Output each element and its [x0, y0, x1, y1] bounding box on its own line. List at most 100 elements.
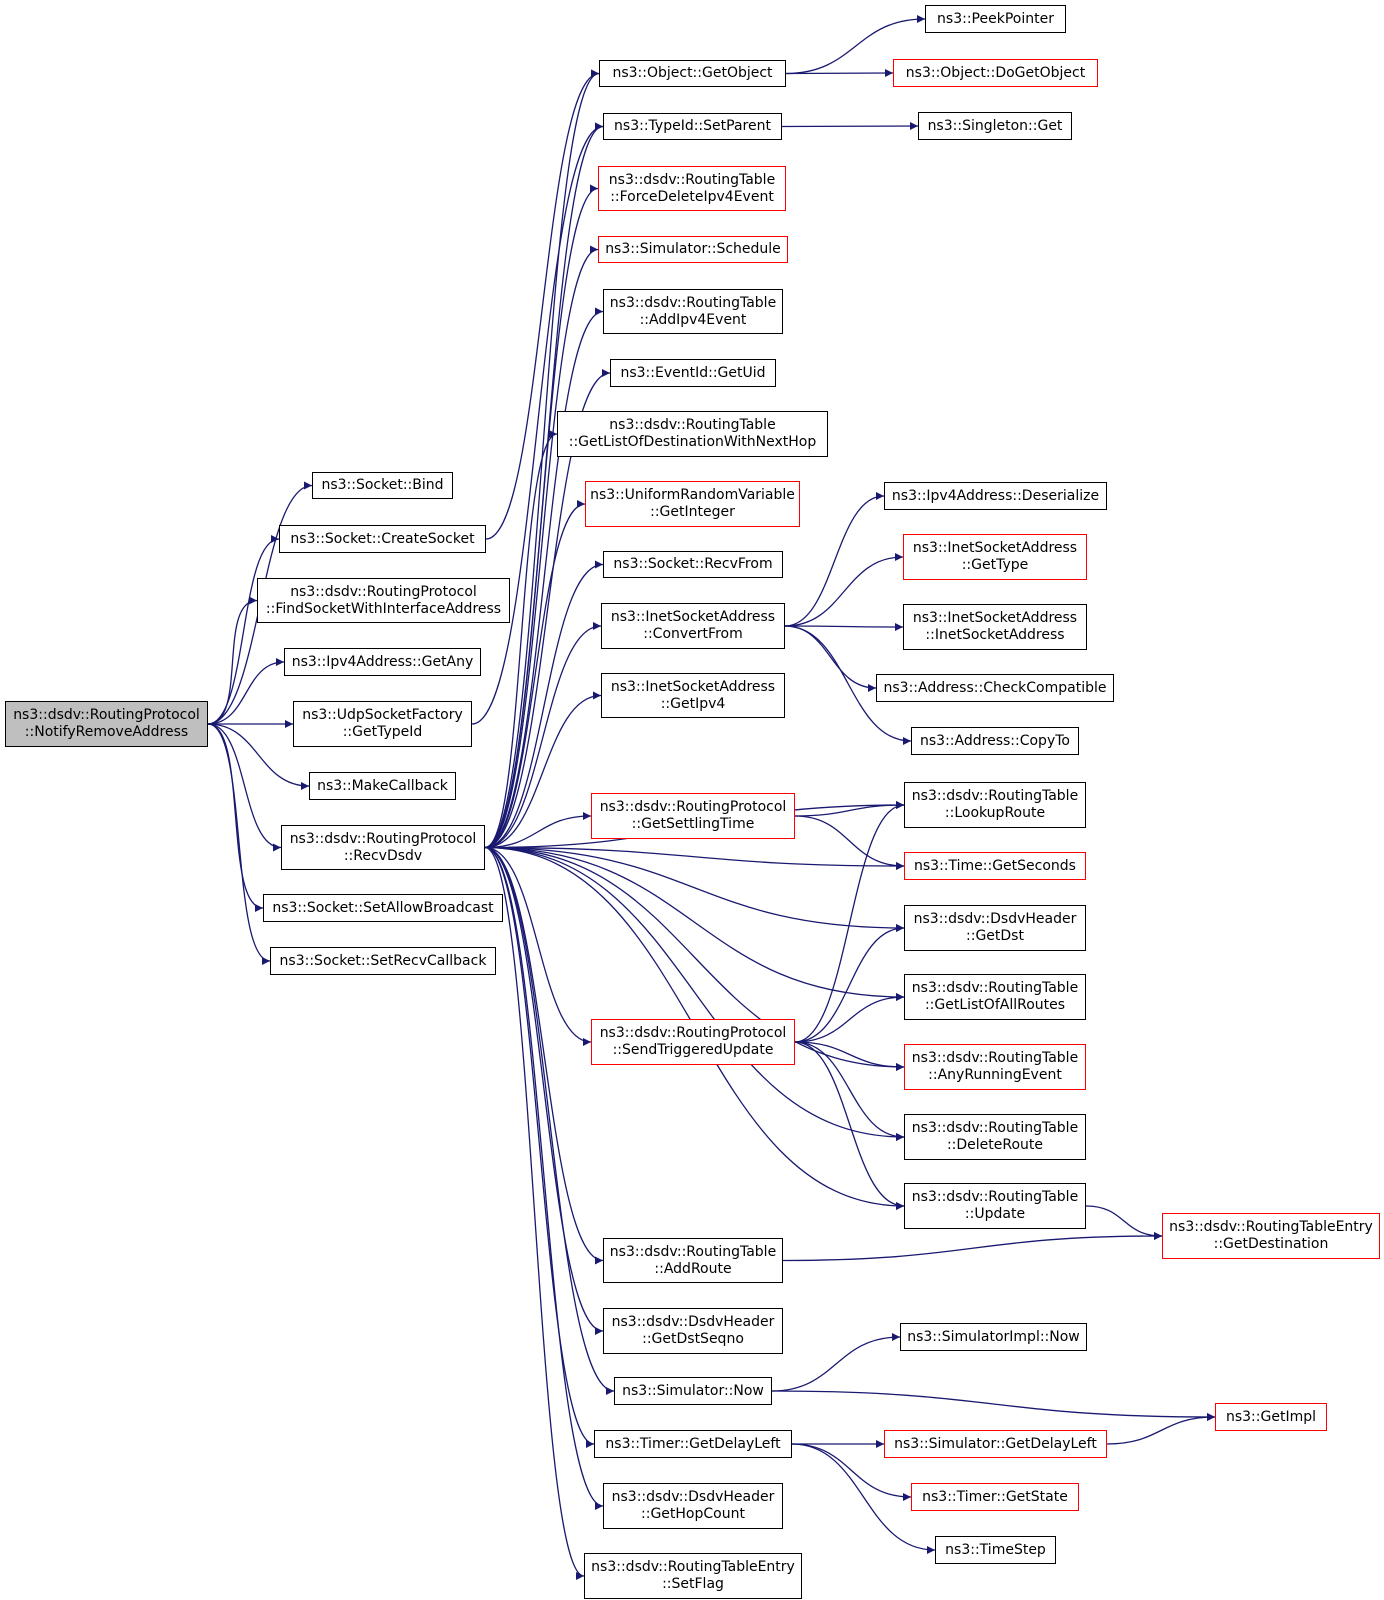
node-label-line: ns3::dsdv::DsdvHeader [611, 1314, 775, 1330]
node-timergetdelayleft[interactable]: ns3::Timer::GetDelayLeft [594, 1430, 792, 1458]
node-addipv4event[interactable]: ns3::dsdv::RoutingTable::AddIpv4Event [603, 289, 783, 334]
node-anyrunningevent[interactable]: ns3::dsdv::RoutingTable::AnyRunningEvent [904, 1044, 1086, 1090]
node-update[interactable]: ns3::dsdv::RoutingTable::Update [904, 1183, 1086, 1229]
node-label-line: ns3::Timer::GetDelayLeft [605, 1435, 781, 1452]
node-getipv4[interactable]: ns3::InetSocketAddress::GetIpv4 [601, 673, 785, 718]
edge-getsettlingtime-to-lookuproute [794, 801, 905, 817]
node-getlistnexthop[interactable]: ns3::dsdv::RoutingTable::GetListOfDestin… [557, 411, 828, 457]
node-peekpointer[interactable]: ns3::PeekPointer [925, 5, 1066, 33]
node-makecallback[interactable]: ns3::MakeCallback [309, 772, 456, 800]
node-bind[interactable]: ns3::Socket::Bind [312, 472, 453, 499]
node-recvdsdv[interactable]: ns3::dsdv::RoutingProtocol::RecvDsdv [281, 825, 485, 870]
node-getinteger[interactable]: ns3::UniformRandomVariable::GetInteger [585, 481, 800, 527]
node-label-line: ns3::TimeStep [945, 1541, 1046, 1558]
edge-getsettlingtime-to-getseconds [794, 815, 905, 870]
edge-getobject-to-dogetobject [785, 69, 894, 78]
node-simnow[interactable]: ns3::Simulator::Now [614, 1377, 772, 1405]
node-label-line: ::DeleteRoute [946, 1137, 1044, 1153]
node-label-line: ns3::InetSocketAddress [912, 540, 1078, 556]
node-lookuproute[interactable]: ns3::dsdv::RoutingTable::LookupRoute [904, 782, 1086, 828]
edge-recvdsdv-to-getuid [484, 369, 611, 849]
node-label-line: ns3::Simulator::Schedule [605, 241, 781, 257]
node-findsocket[interactable]: ns3::dsdv::RoutingProtocol::FindSocketWi… [257, 578, 510, 623]
node-simgetdelayleft[interactable]: ns3::Simulator::GetDelayLeft [884, 1430, 1107, 1458]
node-label-line: ::GetDst [966, 928, 1024, 944]
node-setallowbroadcast[interactable]: ns3::Socket::SetAllowBroadcast [263, 894, 503, 922]
node-label-line: ns3::dsdv::RoutingTableEntry [591, 1559, 795, 1575]
edge-simgetdelayleft-to-getimpl [1106, 1413, 1216, 1445]
node-label-line: ns3::Singleton::Get [927, 117, 1063, 134]
node-label-line: ::InetSocketAddress [925, 627, 1065, 643]
node-getseconds[interactable]: ns3::Time::GetSeconds [904, 852, 1086, 880]
edge-recvdsdv-to-anyrunningevent [484, 846, 905, 1071]
node-forcedelete[interactable]: ns3::dsdv::RoutingTable::ForceDeleteIpv4… [598, 166, 786, 211]
node-deserialize[interactable]: ns3::Ipv4Address::Deserialize [884, 482, 1107, 510]
node-label-line: ns3::dsdv::RoutingProtocol [599, 1025, 787, 1041]
node-sendtriggered[interactable]: ns3::dsdv::RoutingProtocol::SendTriggere… [591, 1019, 795, 1065]
node-getuid[interactable]: ns3::EventId::GetUid [610, 359, 776, 387]
node-deleteroute[interactable]: ns3::dsdv::RoutingTable::DeleteRoute [904, 1114, 1086, 1160]
node-label-line: ns3::dsdv::RoutingProtocol [290, 583, 477, 600]
node-recvfrom[interactable]: ns3::Socket::RecvFrom [603, 551, 783, 578]
node-label-line: ::GetInteger [650, 504, 735, 520]
node-getdst[interactable]: ns3::dsdv::DsdvHeader::GetDst [904, 905, 1086, 951]
edge-convertfrom-to-gettype [784, 553, 904, 627]
node-setparent[interactable]: ns3::TypeId::SetParent [603, 113, 782, 140]
node-udpgettypeid[interactable]: ns3::UdpSocketFactory::GetTypeId [293, 701, 472, 747]
node-label-line: ::GetDestination [1213, 1236, 1329, 1252]
edge-sendtriggered-to-update [794, 1041, 905, 1210]
edge-sendtriggered-to-deleteroute [794, 1041, 905, 1141]
node-getdstseqno[interactable]: ns3::dsdv::DsdvHeader::GetDstSeqno [603, 1308, 783, 1354]
node-getany[interactable]: ns3::Ipv4Address::GetAny [284, 648, 481, 676]
node-singletonget[interactable]: ns3::Singleton::Get [918, 112, 1072, 140]
node-label-line: ::AnyRunningEvent [928, 1067, 1062, 1083]
node-setflag[interactable]: ns3::dsdv::RoutingTableEntry::SetFlag [584, 1553, 802, 1599]
node-getimpl[interactable]: ns3::GetImpl [1215, 1403, 1327, 1431]
node-timestep[interactable]: ns3::TimeStep [935, 1536, 1056, 1564]
edge-sendtriggered-to-lookuproute [794, 801, 905, 1043]
node-label-line: ns3::SimulatorImpl::Now [907, 1328, 1080, 1345]
node-label-line: ns3::Socket::SetRecvCallback [279, 952, 487, 969]
edge-setparent-to-singletonget [781, 122, 919, 131]
node-root[interactable]: ns3::dsdv::RoutingProtocol::NotifyRemove… [5, 701, 208, 747]
node-getsettlingtime[interactable]: ns3::dsdv::RoutingProtocol::GetSettlingT… [591, 793, 795, 839]
node-label-line: ns3::Timer::GetState [922, 1488, 1068, 1505]
edge-recvdsdv-to-addipv4event [484, 307, 604, 849]
edge-recvdsdv-to-getseconds [484, 846, 905, 870]
node-simimplnow[interactable]: ns3::SimulatorImpl::Now [900, 1323, 1087, 1351]
edge-root-to-createsocket [207, 535, 280, 725]
node-label-line: ::SetFlag [662, 1576, 724, 1592]
node-dogetobject[interactable]: ns3::Object::DoGetObject [893, 59, 1098, 87]
node-convertfrom[interactable]: ns3::InetSocketAddress::ConvertFrom [601, 603, 785, 649]
node-checkcompatible[interactable]: ns3::Address::CheckCompatible [876, 674, 1114, 702]
edge-simnow-to-getimpl [771, 1390, 1216, 1421]
node-label-line: ns3::UdpSocketFactory [302, 707, 463, 723]
edge-recvdsdv-to-forcedelete [484, 184, 599, 849]
edge-sendtriggered-to-getlistallroutes [794, 993, 905, 1043]
node-createsocket[interactable]: ns3::Socket::CreateSocket [279, 525, 486, 553]
node-getobject[interactable]: ns3::Object::GetObject [599, 60, 786, 87]
node-label-line: ns3::dsdv::RoutingTableEntry [1169, 1219, 1373, 1235]
node-gethopcount[interactable]: ns3::dsdv::DsdvHeader::GetHopCount [603, 1483, 783, 1529]
node-label-line: ns3::Socket::SetAllowBroadcast [272, 899, 494, 916]
node-label-line: ::FindSocketWithInterfaceAddress [265, 600, 502, 617]
node-timergetstate[interactable]: ns3::Timer::GetState [911, 1483, 1079, 1511]
node-label-line: ns3::dsdv::RoutingTable [608, 171, 776, 188]
node-label-line: ns3::Socket::Bind [321, 477, 444, 493]
node-copyto[interactable]: ns3::Address::CopyTo [911, 727, 1079, 755]
node-label-line: ns3::InetSocketAddress [912, 610, 1078, 626]
node-label-line: ns3::dsdv::RoutingTable [609, 417, 776, 433]
node-label-line: ::GetIpv4 [660, 695, 726, 712]
node-gettype[interactable]: ns3::InetSocketAddress::GetType [903, 534, 1087, 580]
node-getdestination[interactable]: ns3::dsdv::RoutingTableEntry::GetDestina… [1162, 1213, 1380, 1259]
node-schedule[interactable]: ns3::Simulator::Schedule [598, 236, 788, 263]
node-inetsocketaddress[interactable]: ns3::InetSocketAddress::InetSocketAddres… [903, 604, 1087, 650]
edge-update-to-getdestination [1085, 1205, 1163, 1240]
node-addroute[interactable]: ns3::dsdv::RoutingTable::AddRoute [603, 1238, 783, 1283]
edge-convertfrom-to-inetsocketaddress [784, 622, 904, 631]
node-label-line: ns3::Ipv4Address::GetAny [291, 653, 474, 670]
node-setrecvcallback[interactable]: ns3::Socket::SetRecvCallback [270, 947, 496, 975]
node-getlistallroutes[interactable]: ns3::dsdv::RoutingTable::GetListOfAllRou… [904, 974, 1086, 1020]
edge-recvdsdv-to-convertfrom [484, 622, 602, 849]
